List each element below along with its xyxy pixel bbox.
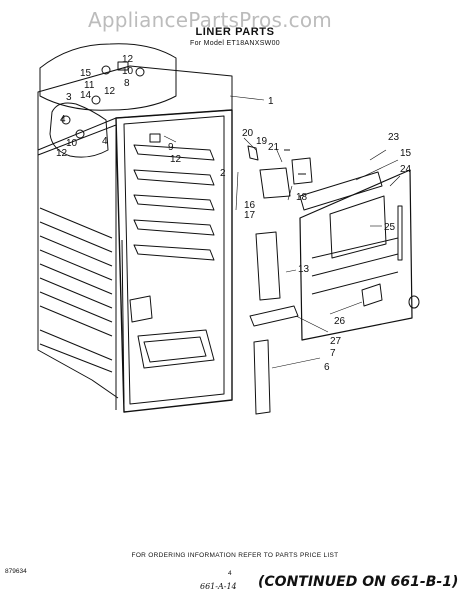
callout-20: 20 xyxy=(242,128,254,139)
callout-27: 27 xyxy=(330,336,342,347)
callout-2: 2 xyxy=(220,168,226,179)
callout-24: 24 xyxy=(400,164,412,175)
callout-11: 11 xyxy=(84,80,95,91)
part-code: 879634 xyxy=(5,568,27,575)
callout-1: 1 xyxy=(268,96,274,107)
callout-labels: 12 10 8 15 11 3 14 12 4 10 12 4 1 9 12 2… xyxy=(56,54,412,373)
liner xyxy=(115,109,233,413)
callout-14: 14 xyxy=(80,90,92,101)
callout-15: 15 xyxy=(80,68,92,79)
callout-4: 4 xyxy=(102,136,108,147)
page-title: LINER PARTS xyxy=(195,26,275,38)
callout-12: 12 xyxy=(56,148,68,159)
model-subtitle: For Model ET18ANXSW00 xyxy=(190,40,280,47)
callout-4: 4 xyxy=(60,114,66,125)
handwritten-ref: 661-A-14 xyxy=(200,582,237,591)
callout-3: 3 xyxy=(66,92,72,103)
callout-6: 6 xyxy=(324,362,330,373)
leader-lines xyxy=(163,95,401,369)
continued-note: (CONTINUED ON 661-B-1) xyxy=(258,574,459,590)
duct-parts xyxy=(249,231,299,415)
callout-25: 25 xyxy=(384,222,396,233)
control-assembly xyxy=(39,43,177,158)
callout-13: 13 xyxy=(298,264,310,275)
callout-21: 21 xyxy=(268,142,280,153)
callout-26: 26 xyxy=(334,316,346,327)
watermark: AppliancePartsPros.com xyxy=(88,8,332,32)
callout-10: 10 xyxy=(122,66,134,77)
callout-8: 8 xyxy=(124,78,130,89)
callout-12: 12 xyxy=(104,86,116,97)
callout-12: 12 xyxy=(122,54,134,65)
damper-assembly xyxy=(247,145,313,199)
ordering-note: FOR ORDERING INFORMATION REFER TO PARTS … xyxy=(131,552,339,559)
callout-17: 17 xyxy=(244,210,256,221)
callout-12: 12 xyxy=(170,154,182,165)
callout-10: 10 xyxy=(66,138,78,149)
callout-7: 7 xyxy=(330,348,336,359)
callout-15: 15 xyxy=(400,148,412,159)
evaporator-cover xyxy=(299,169,420,341)
callout-18: 18 xyxy=(296,192,308,203)
page-number: 4 xyxy=(228,570,232,577)
callout-9: 9 xyxy=(168,142,174,153)
callout-19: 19 xyxy=(256,136,268,147)
callout-16: 16 xyxy=(244,200,256,211)
callout-23: 23 xyxy=(388,132,400,143)
